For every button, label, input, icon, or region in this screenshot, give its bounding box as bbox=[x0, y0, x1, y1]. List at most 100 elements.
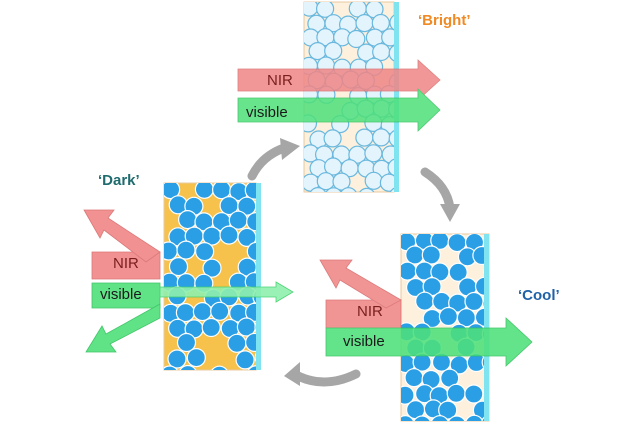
nanoparticle-sphere bbox=[401, 385, 415, 405]
nanoparticle-sphere bbox=[430, 415, 449, 421]
nanoparticle-sphere bbox=[438, 306, 458, 327]
nanoparticle-sphere bbox=[325, 187, 342, 192]
nanoparticle-sphere bbox=[340, 187, 357, 192]
nanoparticle-sphere bbox=[387, 158, 394, 177]
nanoparticle-sphere bbox=[246, 241, 256, 261]
nanoparticle-sphere bbox=[364, 171, 383, 190]
nanoparticle-sphere bbox=[389, 187, 394, 192]
nanoparticle-sphere bbox=[254, 352, 256, 363]
nanoparticle-sphere bbox=[309, 187, 327, 192]
nanoparticle-sphere bbox=[227, 333, 247, 353]
nanoparticle-sphere bbox=[192, 302, 212, 322]
nir-label-bright: NIR bbox=[267, 72, 293, 89]
nanoparticle-sphere bbox=[211, 365, 228, 370]
nanoparticle-sphere bbox=[381, 28, 394, 47]
nanoparticle-sphere bbox=[186, 348, 206, 368]
nanoparticle-sphere bbox=[465, 414, 484, 421]
visible-beam-cool bbox=[325, 317, 533, 367]
beams-dark bbox=[83, 209, 294, 353]
visible-beam-bright bbox=[237, 88, 441, 132]
nanoparticle-sphere bbox=[164, 183, 181, 200]
label-bright: ‘Bright’ bbox=[418, 12, 471, 29]
nanoparticle-sphere bbox=[219, 225, 239, 245]
nanoparticle-sphere bbox=[388, 130, 394, 147]
nanoparticle-sphere bbox=[195, 242, 215, 262]
panel-cool-substrate bbox=[484, 234, 489, 421]
arrowhead-dark-to-bright bbox=[280, 138, 300, 160]
nanoparticle-sphere bbox=[235, 350, 255, 370]
nir-beam-dark-reflected bbox=[83, 209, 161, 263]
nanoparticle-sphere bbox=[178, 210, 198, 230]
nanoparticle-sphere bbox=[404, 368, 424, 388]
visible-label-cool: visible bbox=[343, 333, 385, 350]
nanoparticle-sphere bbox=[168, 257, 189, 277]
nir-beam-cool-reflected bbox=[319, 259, 402, 309]
cycle-arrowheads bbox=[280, 138, 460, 386]
nanoparticle-sphere bbox=[355, 128, 374, 147]
nir-beam-bright bbox=[237, 59, 441, 101]
nanoparticle-sphere bbox=[379, 173, 394, 192]
nanoparticle-sphere bbox=[245, 302, 256, 322]
nanoparticle-sphere bbox=[464, 384, 484, 404]
nanoparticle-sphere bbox=[245, 332, 256, 352]
nanoparticle-sphere bbox=[212, 183, 232, 200]
nanoparticle-sphere bbox=[464, 291, 484, 312]
beams-bright bbox=[237, 59, 441, 132]
nanoparticle-sphere bbox=[415, 291, 435, 311]
nir-label-cool: NIR bbox=[357, 303, 383, 320]
nanoparticle-sphere bbox=[388, 44, 394, 62]
nanoparticle-sphere bbox=[237, 227, 256, 247]
nanoparticle-sphere bbox=[316, 2, 335, 18]
panel-dark bbox=[163, 182, 261, 371]
nanoparticle-sphere bbox=[201, 317, 221, 338]
nanoparticle-sphere bbox=[202, 258, 222, 278]
nanoparticle-sphere bbox=[438, 400, 458, 420]
nanoparticle-sphere bbox=[359, 187, 375, 192]
panel-cool-spheres bbox=[401, 234, 489, 421]
nanoparticle-sphere bbox=[176, 332, 197, 353]
visible-beam-dark-reflected bbox=[85, 303, 161, 353]
nanoparticle-sphere bbox=[448, 262, 468, 282]
nanoparticle-sphere bbox=[401, 261, 417, 281]
nanoparticle-sphere bbox=[355, 14, 374, 33]
arrowhead-bright-to-cool bbox=[440, 204, 460, 222]
nir-label-dark: NIR bbox=[113, 255, 139, 272]
nanoparticle-sphere bbox=[413, 415, 431, 421]
nanoparticle-sphere bbox=[304, 2, 319, 17]
panel-dark-substrate bbox=[256, 183, 261, 370]
arrowhead-cool-to-dark bbox=[284, 362, 300, 386]
nanoparticle-sphere bbox=[210, 301, 230, 321]
nanoparticle-sphere bbox=[323, 129, 342, 148]
label-cool: ‘Cool’ bbox=[518, 287, 560, 304]
nanoparticle-sphere bbox=[167, 349, 187, 369]
nanoparticle-sphere bbox=[246, 212, 256, 232]
nanoparticle-sphere bbox=[421, 245, 441, 265]
beams-cool bbox=[319, 259, 533, 367]
nanoparticle-sphere bbox=[254, 199, 256, 209]
nanoparticle-sphere bbox=[332, 172, 351, 191]
nanoparticle-sphere bbox=[194, 183, 214, 199]
visible-label-bright: visible bbox=[246, 104, 288, 121]
nanoparticle-sphere bbox=[448, 415, 466, 421]
cycle-arrow-cool-to-dark bbox=[289, 369, 361, 387]
nanoparticle-sphere bbox=[164, 241, 178, 261]
nanoparticle-sphere bbox=[372, 128, 391, 147]
nanoparticle-sphere bbox=[389, 14, 394, 31]
nanoparticle-sphere bbox=[254, 322, 256, 333]
nanoparticle-sphere bbox=[446, 383, 466, 403]
nanoparticle-sphere bbox=[324, 41, 343, 61]
nanoparticle-sphere bbox=[179, 364, 197, 370]
label-dark: ‘Dark’ bbox=[98, 172, 140, 189]
visible-beam-dark-transmitted bbox=[159, 281, 294, 303]
nanoparticle-sphere bbox=[176, 240, 196, 260]
nanoparticle-sphere bbox=[247, 365, 256, 370]
nanoparticle-sphere bbox=[405, 245, 425, 265]
cycle-arrow-bright-to-cool bbox=[420, 167, 455, 213]
panel-bright-substrate bbox=[394, 2, 399, 192]
nanoparticle-sphere bbox=[244, 183, 256, 200]
visible-label-dark: visible bbox=[100, 286, 142, 303]
nanoparticle-sphere bbox=[347, 29, 366, 49]
nanoparticle-sphere bbox=[401, 415, 415, 421]
